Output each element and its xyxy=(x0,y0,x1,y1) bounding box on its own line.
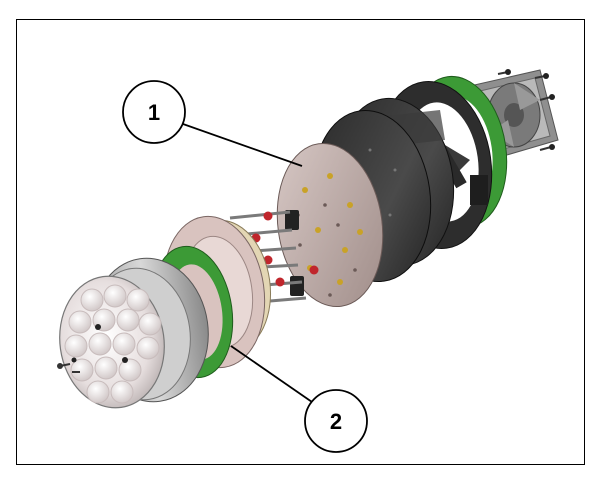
callout-2: 2 xyxy=(230,345,368,453)
lens-array xyxy=(59,275,165,409)
callout-label-2: 2 xyxy=(330,409,342,434)
circuit-board xyxy=(276,142,384,308)
fan-screws xyxy=(497,69,555,151)
leader-line-1 xyxy=(182,123,303,167)
callout-1: 1 xyxy=(122,80,303,167)
leader-line-2 xyxy=(230,345,313,403)
callout-circle-1 xyxy=(122,80,186,144)
figure-frame xyxy=(16,19,585,465)
callout-label-1: 1 xyxy=(148,100,160,125)
callout-circle-2 xyxy=(304,389,368,453)
front-screws xyxy=(57,363,80,373)
